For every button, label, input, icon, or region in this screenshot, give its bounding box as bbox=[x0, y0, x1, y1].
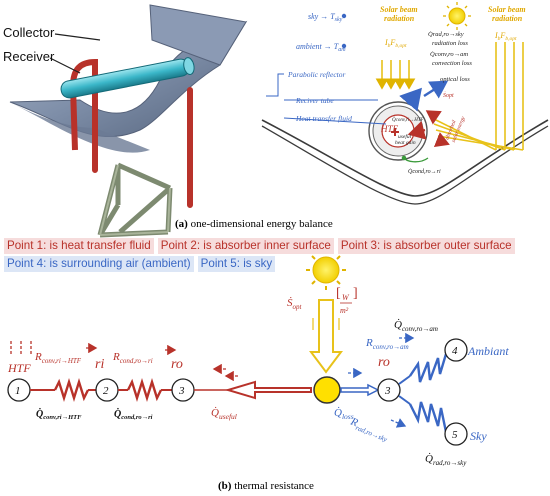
point-5: Point 5: is sky bbox=[197, 256, 276, 272]
node-1: 1 bbox=[15, 385, 21, 397]
svg-text:[: [ bbox=[336, 286, 341, 301]
r-conv-ri-label: Rconv,ri→HTF bbox=[34, 351, 82, 365]
solar-beam-label-left-1: Solar beam bbox=[380, 5, 418, 14]
r-rad-label: Rrad,ro→sky bbox=[347, 415, 391, 444]
rad-loss-label: radiation loss bbox=[432, 40, 468, 47]
collector-illustration bbox=[9, 4, 248, 238]
q-conv-am-label: Q̇conv,ro→am bbox=[394, 319, 438, 333]
node-3-right: 3 bbox=[384, 385, 391, 397]
ro-label-left: ro bbox=[171, 357, 183, 372]
receiver-label: Receiver bbox=[3, 49, 55, 64]
q-cond-label: Q̇cond,ro→ri bbox=[114, 407, 153, 421]
useful-label-1: useful bbox=[398, 133, 412, 140]
ro-label-right: ro bbox=[378, 355, 390, 370]
q-conv-ri-label: Q̇conv,ri→HTF bbox=[36, 407, 82, 421]
node-4: 4 bbox=[452, 345, 458, 357]
collector-label: Collector bbox=[3, 25, 55, 40]
q-rad-sky-label: Q̇rad,ro→sky bbox=[425, 453, 467, 467]
node-3-left: 3 bbox=[178, 385, 185, 397]
q-rad-sky-a: Q̇rad,ro→sky bbox=[428, 31, 464, 38]
q-cond-a: Q̇cond,ro→ri bbox=[408, 168, 441, 175]
solar-beam-label-left-2: radiation bbox=[384, 14, 415, 23]
q-useful-label: Q̇useful bbox=[211, 407, 237, 421]
q-conv-am-a: Q̇conv,ro→am bbox=[430, 51, 468, 58]
htf-fluid-label: Heat transfer fluid bbox=[295, 114, 352, 123]
node-5: 5 bbox=[452, 429, 458, 441]
htf-label-a: HTF bbox=[380, 124, 399, 134]
ambient-label: ambient → Tam bbox=[296, 42, 346, 53]
node-2: 2 bbox=[103, 385, 109, 397]
caption-a: (a) one-dimensional energy balance bbox=[175, 218, 333, 230]
s-opt-unit-num: W bbox=[342, 293, 350, 302]
energy-balance-figure bbox=[261, 2, 549, 205]
ri-label: ri bbox=[95, 357, 104, 372]
point-2: Point 2: is absorber inner surface bbox=[157, 238, 334, 254]
useful-label-2: heat gain bbox=[395, 140, 416, 146]
ib-label-left: IbFb,opt bbox=[384, 38, 407, 49]
sky-label: sky → Tsky bbox=[308, 12, 343, 23]
ib-label-right: IbFb,opt bbox=[494, 31, 517, 42]
caption-b: (b) thermal resistance bbox=[218, 480, 314, 492]
conv-loss-label: convection loss bbox=[432, 60, 472, 67]
sky-label-b: Sky bbox=[470, 429, 487, 443]
sun-icon-a bbox=[443, 2, 471, 30]
parabolic-label: Parabolic reflector bbox=[287, 70, 345, 79]
solar-beam-label-right-1: Solar beam bbox=[488, 5, 526, 14]
s-opt-unit-den: m² bbox=[340, 306, 349, 315]
r-conv-ro-label: Rconv,ro→am bbox=[365, 337, 409, 351]
sun-icon-b bbox=[306, 250, 346, 290]
point-4: Point 4: is surrounding air (ambient) bbox=[4, 256, 194, 272]
points-legend: Point 1: is heat transfer fluid Point 2:… bbox=[4, 236, 550, 272]
point-1: Point 1: is heat transfer fluid bbox=[4, 238, 154, 254]
s-opt-label: Ṡopt bbox=[287, 297, 303, 311]
solar-beam-label-right-2: radiation bbox=[492, 14, 523, 23]
q-conv-htf-a: Q̇conv,ri→HTF bbox=[392, 117, 425, 123]
thermal-resistance-figure bbox=[7, 250, 468, 446]
thermal-resistance-labels: 1 2 3 3 4 5 HTF ri ro ro Rconv,ri→HTF Rc… bbox=[7, 286, 509, 467]
q-loss-label: Q̇loss bbox=[334, 407, 354, 421]
svg-text:]: ] bbox=[353, 286, 358, 301]
s-opt-a: Ṡopt bbox=[443, 92, 454, 99]
receiver-tube-label: Reciver tube bbox=[295, 96, 334, 105]
htf-label-b: HTF bbox=[7, 361, 31, 375]
r-cond-label: Rcond,ro→ri bbox=[112, 351, 153, 365]
point-3: Point 3: is absorber outer surface bbox=[337, 238, 515, 254]
ambient-label-b: Ambiant bbox=[467, 344, 509, 358]
optical-loss-label: optical loss bbox=[440, 76, 470, 83]
